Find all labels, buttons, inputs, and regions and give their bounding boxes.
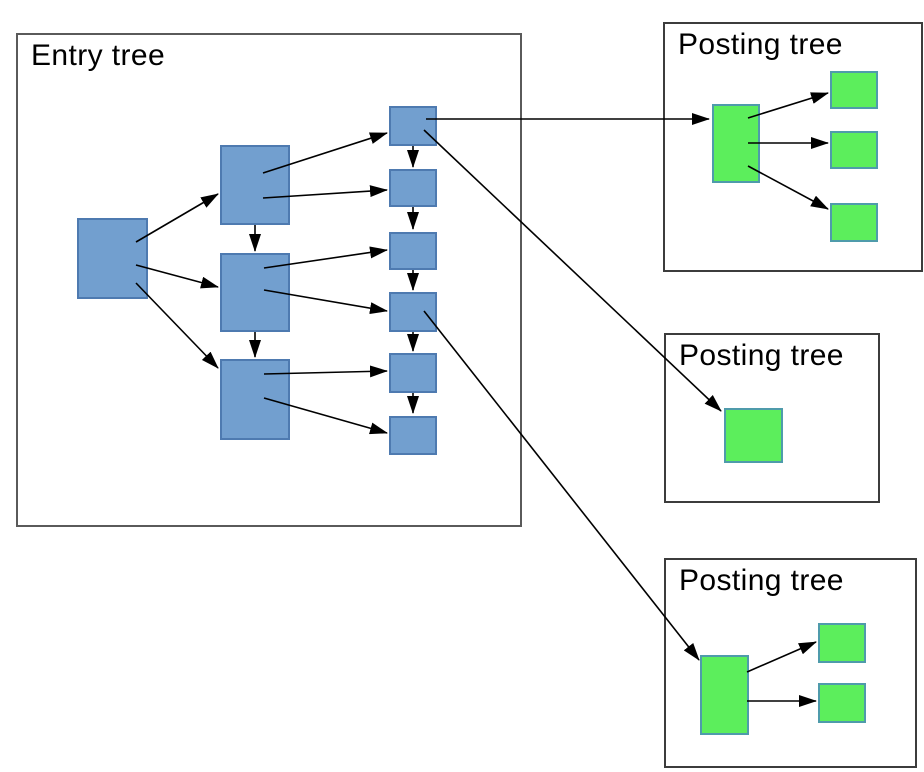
posting-1-root-node [712, 104, 760, 183]
posting-tree-2-label: Posting tree [679, 339, 844, 372]
entry-mid-node-2 [220, 253, 290, 332]
posting-tree-1-label: Posting tree [678, 28, 843, 61]
posting-3-root-node [700, 655, 749, 735]
posting-tree-3-label: Posting tree [679, 564, 844, 597]
entry-leaf-node-2 [389, 169, 437, 207]
posting-3-leaf-node-2 [818, 683, 866, 723]
entry-leaf-node-3 [389, 232, 437, 270]
posting-1-leaf-node-3 [830, 203, 878, 242]
posting-3-leaf-node-1 [818, 623, 866, 663]
posting-1-leaf-node-1 [830, 71, 878, 109]
entry-leaf-node-4 [389, 292, 437, 332]
posting-2-root-node [724, 408, 783, 463]
entry-leaf-node-5 [389, 353, 437, 393]
entry-mid-node-1 [220, 145, 290, 225]
posting-1-leaf-node-2 [830, 131, 878, 169]
entry-tree-label: Entry tree [31, 39, 166, 72]
entry-root-node [77, 218, 148, 299]
entry-mid-node-3 [220, 359, 290, 440]
posting-tree-frame-1: Posting tree [663, 22, 923, 272]
entry-leaf-node-1 [389, 106, 437, 146]
entry-leaf-node-6 [389, 416, 437, 455]
